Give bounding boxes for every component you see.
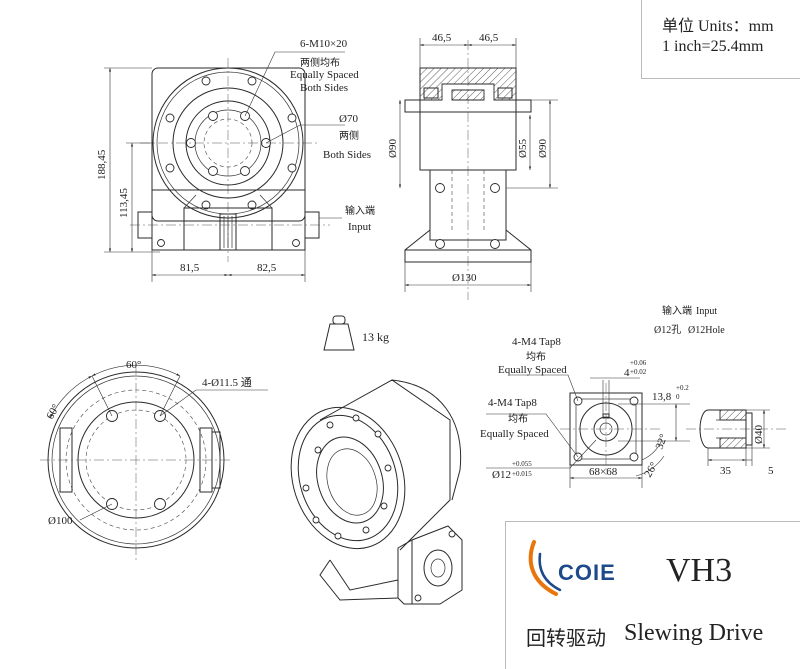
tap2-en: Equally Spaced bbox=[480, 428, 549, 440]
tap1-cn: 均布 bbox=[526, 351, 546, 363]
detail-title-en: Input bbox=[696, 306, 717, 317]
bottom-view bbox=[40, 364, 268, 560]
brand-box: COIE VH3 回转驱动 Slewing Drive bbox=[505, 521, 800, 669]
product-name-en: Slewing Drive bbox=[624, 620, 764, 646]
bolt-note: 6-M10×20 bbox=[300, 38, 348, 50]
weight-icon bbox=[323, 315, 355, 351]
bottom-view-labels: 60° 60° 4-Ø11.5 通 Ø100 bbox=[44, 359, 251, 527]
model-name: VH3 bbox=[666, 552, 733, 589]
key-depth-upper: +0.2 bbox=[676, 384, 689, 392]
product-name-cn: 回转驱动 bbox=[526, 626, 606, 650]
detail-title-cn: 输入端 bbox=[662, 304, 692, 317]
units-line-2: 1 inch=25.4mm bbox=[662, 38, 764, 55]
dia-note-cn: 两侧 bbox=[339, 129, 359, 142]
side-view bbox=[398, 38, 558, 300]
side-view-labels: 46,5 46,5 Ø90 Ø55 Ø90 Ø130 bbox=[387, 32, 549, 284]
tap1-label: 4-M4 Tap8 bbox=[512, 336, 561, 348]
input-detail bbox=[486, 374, 786, 488]
tap2-cn: 均布 bbox=[508, 413, 528, 425]
height-total: 188,45 bbox=[96, 149, 108, 180]
dia-note: Ø70 bbox=[339, 113, 358, 125]
top-left-dim: 46,5 bbox=[432, 32, 452, 44]
input-label-en: Input bbox=[348, 221, 371, 233]
key-depth: 13,8 bbox=[652, 391, 672, 403]
base-width: Ø130 bbox=[452, 272, 477, 284]
logo-swoosh-icon bbox=[528, 540, 562, 596]
bore-tol-lower: +0.015 bbox=[512, 470, 532, 478]
detail-hole-en: Ø12Hole bbox=[688, 325, 725, 336]
bolt-note-en2: Both Sides bbox=[300, 82, 348, 94]
shaft-len: 35 bbox=[720, 465, 732, 477]
weight-label: 13 kg bbox=[362, 330, 389, 344]
bolt-note-en1: Equally Spaced bbox=[290, 69, 359, 81]
shaft-dia: Ø40 bbox=[753, 425, 765, 444]
front-view-labels: 6-M10×20 两侧均布 Equally Spaced Both Sides … bbox=[96, 38, 375, 274]
width-right: 82,5 bbox=[257, 262, 277, 274]
top-right-dim: 46,5 bbox=[479, 32, 499, 44]
bolt-note-cn: 两侧均布 bbox=[300, 56, 340, 69]
dia-inner: Ø55 bbox=[517, 139, 529, 158]
units-box: 单位 Units：mm 1 inch=25.4mm bbox=[641, 0, 800, 79]
key-dim: 4 bbox=[624, 367, 630, 379]
tap2-label: 4-M4 Tap8 bbox=[488, 397, 537, 409]
width-left: 81,5 bbox=[180, 262, 200, 274]
angle-b: 26° bbox=[642, 460, 660, 479]
dia-left: Ø90 bbox=[387, 139, 399, 158]
logo-text: COIE bbox=[558, 560, 616, 585]
square-dim: 68×68 bbox=[589, 466, 618, 478]
units-line-1: 单位 Units：mm bbox=[662, 18, 774, 35]
angle-left: 60° bbox=[44, 402, 62, 421]
input-detail-labels: 输入端 Input Ø12孔 Ø12Hole 4-M4 Tap8 均布 Equa… bbox=[480, 304, 774, 481]
tap1-en: Equally Spaced bbox=[498, 364, 567, 376]
dia-note-en: Both Sides bbox=[323, 149, 371, 161]
angle-top: 60° bbox=[126, 359, 141, 371]
detail-hole-cn: Ø12孔 bbox=[654, 324, 681, 336]
bore-dim: Ø12 bbox=[492, 469, 511, 481]
input-label-cn: 输入端 bbox=[345, 204, 375, 217]
holes-note: 4-Ø11.5 通 bbox=[202, 376, 252, 389]
bottom-dia: Ø100 bbox=[48, 515, 73, 527]
shaft-end: 5 bbox=[768, 465, 774, 477]
height-center: 113,45 bbox=[118, 188, 130, 218]
dia-right: Ø90 bbox=[537, 139, 549, 158]
front-view bbox=[104, 51, 345, 282]
angle-a: 32° bbox=[654, 432, 671, 451]
key-tol-lower: +0.02 bbox=[630, 368, 647, 376]
key-depth-lower: 0 bbox=[676, 393, 680, 401]
isometric-view bbox=[290, 379, 463, 605]
bore-tol-upper: +0.055 bbox=[512, 460, 532, 468]
key-tol-upper: +0.06 bbox=[630, 359, 647, 367]
